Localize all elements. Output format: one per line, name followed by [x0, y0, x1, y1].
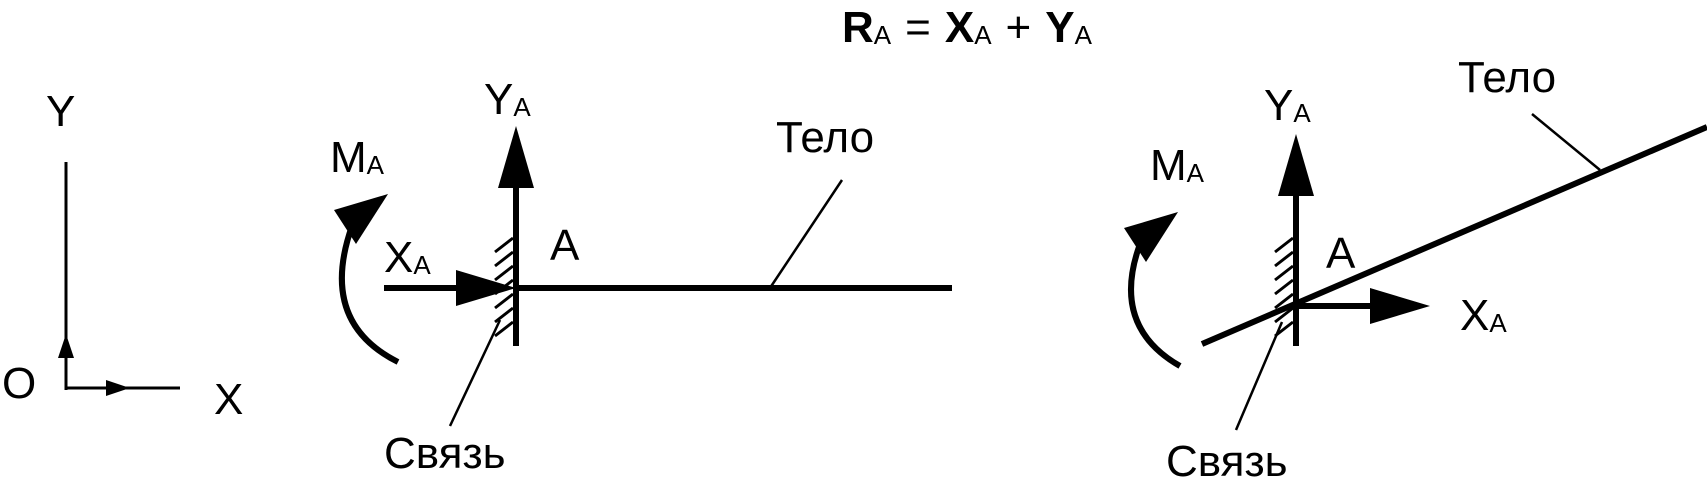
x-axis-arrow-icon	[106, 380, 130, 396]
right-constraint-leader	[1234, 321, 1284, 431]
formula-y: Y	[1045, 3, 1074, 52]
origin-label: O	[2, 359, 36, 408]
right-y-force-arrow-icon	[1278, 134, 1314, 196]
formula-x: X	[945, 3, 974, 52]
left-point-label: A	[550, 221, 580, 270]
left-x-force-arrow-icon	[456, 270, 516, 306]
reaction-formula: RA=XA+YA	[842, 3, 1093, 52]
x-axis-label: X	[214, 375, 243, 424]
right-moment-label: MA	[1150, 141, 1205, 190]
formula-x-sub: A	[974, 20, 992, 50]
formula-plus: +	[1006, 3, 1032, 52]
left-constraint-leader	[448, 319, 502, 427]
right-moment-arrow-icon	[1124, 212, 1178, 262]
formula-r-sub: A	[874, 20, 892, 50]
right-x-force-arrow-icon	[1370, 288, 1430, 324]
right-body-label: Тело	[1458, 53, 1556, 102]
left-constraint-hatch	[494, 236, 514, 338]
coordinate-axes: Y O X	[2, 87, 243, 424]
y-axis-arrow-icon	[58, 334, 74, 358]
left-moment-label: MA	[330, 133, 385, 182]
right-moment-arc	[1128, 242, 1182, 369]
left-x-force-label: XA	[384, 233, 431, 282]
left-body-leader	[768, 179, 844, 289]
y-axis-label: Y	[46, 87, 75, 136]
left-body-label: Тело	[776, 113, 874, 162]
left-constraint-label: Связь	[384, 429, 506, 478]
right-point-label: A	[1326, 229, 1356, 278]
left-y-force-arrow-icon	[498, 126, 534, 188]
right-diagram: YA XA A MA Тело Связь	[1124, 53, 1707, 481]
right-constraint-hatch	[1274, 236, 1294, 338]
left-diagram: YA XA A MA Тело Связь	[330, 75, 952, 478]
left-y-force-label: YA	[484, 75, 531, 124]
formula-y-sub: A	[1075, 20, 1093, 50]
left-moment-arc	[338, 224, 400, 365]
right-body-line	[1200, 124, 1707, 347]
right-y-force-label: YA	[1264, 81, 1311, 130]
right-constraint-label: Связь	[1166, 437, 1288, 481]
right-body-leader	[1531, 113, 1601, 171]
left-moment-arrow-icon	[334, 194, 388, 244]
right-x-force-label: XA	[1460, 291, 1507, 340]
formula-r: R	[842, 3, 874, 52]
formula-eq: =	[905, 3, 931, 52]
